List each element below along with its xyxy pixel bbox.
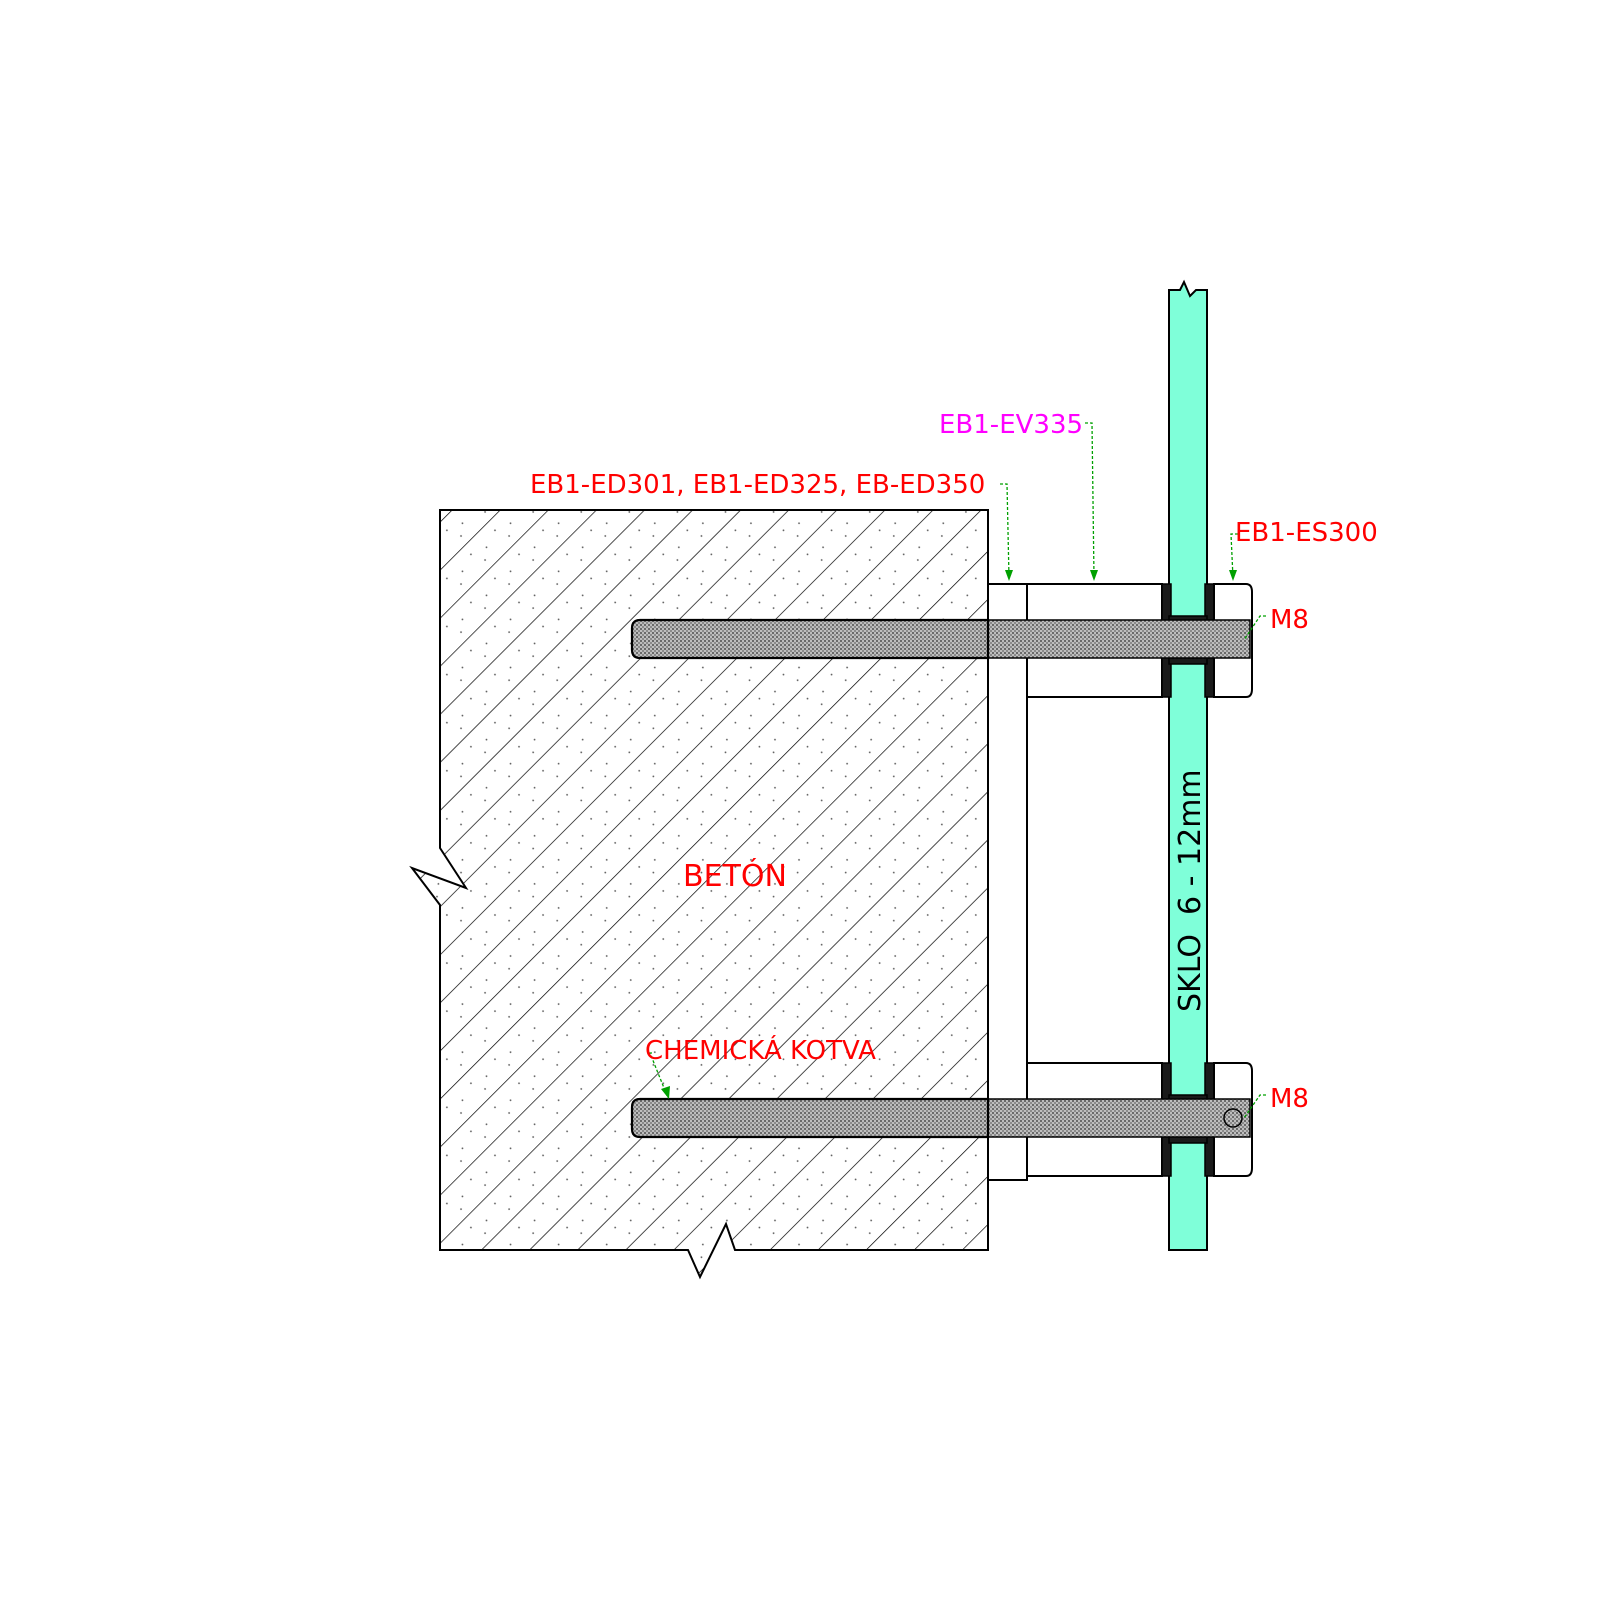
leader-bolt-top	[1243, 615, 1266, 641]
label-bolt-bottom: M8	[1270, 1084, 1309, 1114]
threaded-rod-bottom	[630, 1097, 1251, 1139]
label-spacer: EB1-ED301, EB1-ED325, EB-ED350	[530, 470, 985, 500]
concrete-block	[409, 509, 989, 1280]
label-cap: EB1-ES300	[1235, 518, 1378, 548]
label-holder: EB1-EV335	[939, 410, 1083, 440]
threaded-rod-top	[630, 618, 1251, 660]
label-bolt-top: M8	[1270, 605, 1309, 635]
spacer-plate	[987, 583, 1028, 1181]
leader-lines	[649, 422, 1266, 1119]
label-concrete: BETÓN	[683, 857, 787, 894]
leader-anchor	[649, 1052, 669, 1099]
leader-cap	[1230, 533, 1238, 579]
leader-holder	[1085, 422, 1095, 579]
glass-pane	[1168, 279, 1208, 1251]
label-glass: SKLO 6 - 12mm	[1173, 769, 1208, 1012]
leader-bolt-bottom	[1243, 1094, 1266, 1119]
label-chemical-anchor: CHEMICKÁ KOTVA	[645, 1034, 876, 1066]
leader-spacer	[1000, 483, 1010, 579]
leader-arrowheads	[661, 570, 1237, 1099]
